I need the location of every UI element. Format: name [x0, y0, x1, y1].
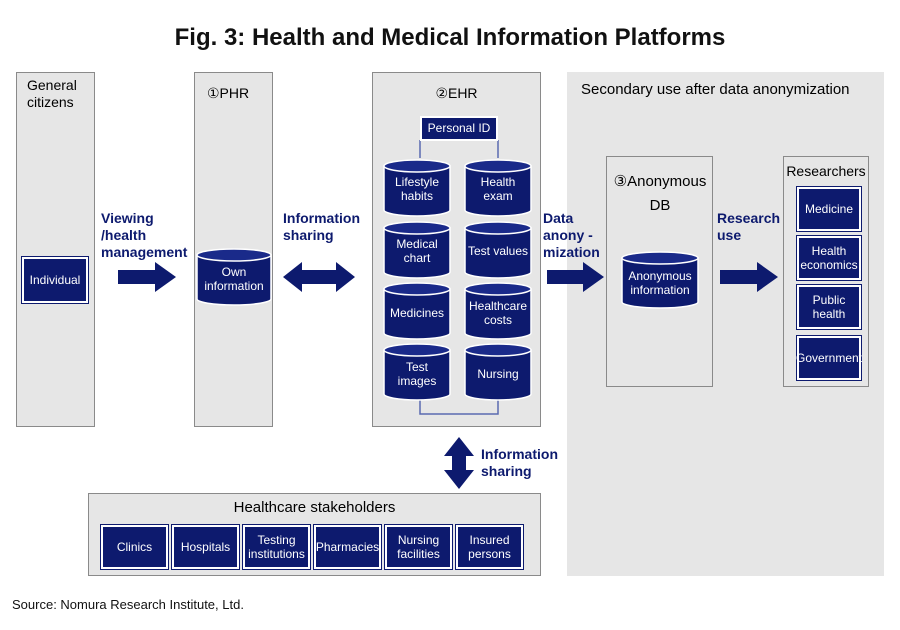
test-values-cylinder [464, 221, 532, 279]
anonymous-db-label: ③Anonymous DB [613, 173, 707, 214]
stakeholder-pharmacies: Pharmacies [314, 525, 381, 569]
ehr-item-healthcare-costs: Healthcare costs [468, 299, 528, 327]
research-use-arrow-label: Research use [717, 210, 781, 243]
personal-id-box [420, 116, 498, 141]
anonymous-information-label: Anonymous information [628, 269, 692, 297]
lifestyle-habits-cylinder [383, 159, 451, 217]
figure-title: Fig. 3: Health and Medical Information P… [174, 24, 726, 51]
source-note: Source: Nomura Research Institute, Ltd. [12, 597, 244, 612]
own-information-label: Own information [204, 265, 264, 293]
researcher-health-economics: Health economics [797, 236, 861, 280]
secondary-use-label: Secondary use after data anonymization [581, 81, 850, 98]
phr-ehr-double-arrow [283, 262, 355, 292]
ehr-item-test-values: Test values [467, 244, 529, 258]
stakeholder-hospitals: Hospitals [172, 525, 239, 569]
general-citizens-panel [16, 72, 95, 427]
stakeholder-double-arrow [444, 437, 474, 489]
anonymous-information-cylinder [621, 251, 699, 309]
stakeholder-testing-institutions: Testing institutions [243, 525, 310, 569]
anonymization-arrow [547, 262, 604, 292]
ehr-label: ②EHR [435, 85, 478, 101]
researcher-medicine: Medicine [797, 187, 861, 231]
health-exam-cylinder [464, 159, 532, 217]
nursing-cylinder [464, 343, 532, 401]
phr-label: ①PHR [207, 85, 250, 101]
ehr-item-test-images: Test images [397, 360, 437, 388]
medical-chart-cylinder [383, 221, 451, 279]
medicines-cylinder [383, 282, 451, 340]
researcher-public-health: Public health [797, 285, 861, 329]
healthcare-costs-cylinder [464, 282, 532, 340]
ehr-item-lifestyle-habits: Lifestyle habits [394, 175, 440, 203]
ehr-item-medicines: Medicines [389, 306, 445, 320]
test-images-cylinder [383, 343, 451, 401]
ehr-item-medical-chart: Medical chart [396, 237, 438, 265]
researcher-government: Government [796, 336, 862, 380]
phr-ehr-arrow-label: Information sharing [283, 210, 360, 243]
stakeholder-nursing-facilities: Nursing facilities [385, 525, 452, 569]
personal-id-label: Personal ID [427, 121, 491, 135]
researchers-label: Researchers [786, 163, 866, 179]
own-information-cylinder [196, 248, 272, 306]
research-use-arrow [720, 262, 778, 292]
ehr-item-nursing: Nursing [477, 367, 519, 381]
viewing-arrow-label: Viewing /health management [101, 210, 188, 260]
stakeholders-label: Healthcare stakeholders [233, 499, 396, 516]
stakeholder-insured-persons: Insured persons [456, 525, 523, 569]
stakeholder-arrow-label: Information sharing [481, 446, 558, 479]
individual-box: Individual [22, 257, 88, 303]
general-citizens-label: General citizens [27, 77, 77, 110]
phr-panel [194, 72, 273, 427]
cylinders [196, 159, 699, 401]
ehr-connector-lines [419, 140, 499, 415]
viewing-arrow [118, 262, 176, 292]
anonymization-arrow-label: Data anony -mization [543, 210, 600, 260]
stakeholder-clinics: Clinics [101, 525, 168, 569]
ehr-item-health-exam: Health exam [480, 175, 516, 203]
